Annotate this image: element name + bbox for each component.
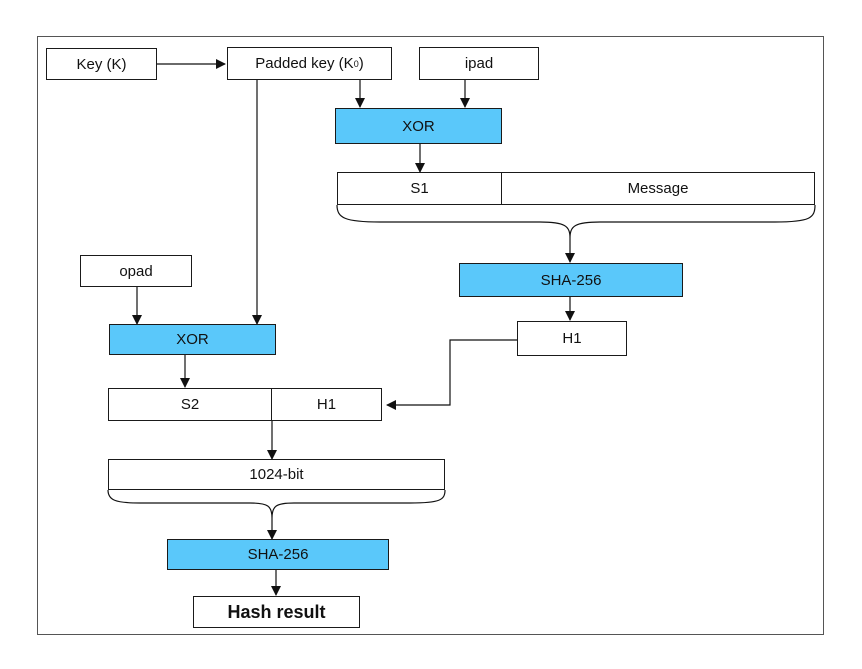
inner-xor-box: XOR [335, 108, 502, 144]
inner-xor-label: XOR [402, 117, 435, 135]
ipad-label: ipad [464, 55, 494, 72]
outer-sha-label: SHA-256 [247, 546, 309, 563]
inner-h1-box: H1 [517, 321, 627, 356]
hash-result-box: Hash result [193, 596, 360, 628]
diagram-frame [37, 36, 824, 635]
message-box: Message [501, 172, 815, 205]
block-1024-box: 1024-bit [108, 459, 445, 490]
key-box: Key (K) [46, 48, 157, 80]
inner-h1-label: H1 [562, 330, 582, 347]
s1-box: S1 [337, 172, 502, 205]
outer-h1-box: H1 [271, 388, 382, 421]
hash-result-label: Hash result [227, 601, 326, 622]
inner-sha-box: SHA-256 [459, 263, 683, 297]
opad-box: opad [80, 255, 192, 287]
outer-xor-box: XOR [109, 324, 276, 355]
inner-sha-label: SHA-256 [540, 271, 602, 289]
brace-1024-bit [107, 489, 446, 519]
s2-label: S2 [180, 396, 200, 413]
outer-sha-box: SHA-256 [167, 539, 389, 570]
outer-h1-label: H1 [316, 396, 337, 413]
padded-key-subscript: 0 [353, 58, 359, 69]
message-label: Message [627, 180, 689, 197]
padded-key-label: Padded key (K [255, 55, 354, 72]
ipad-box: ipad [419, 47, 539, 80]
opad-label: opad [119, 262, 153, 280]
padded-key-close: ) [358, 55, 364, 72]
outer-xor-label: XOR [176, 331, 209, 348]
s1-label: S1 [410, 180, 429, 197]
key-label: Key (K) [76, 55, 127, 73]
brace-s1-message [336, 204, 816, 239]
arrow-h1-to-outer-h1 [386, 339, 517, 410]
block-1024-label: 1024-bit [249, 466, 304, 483]
s2-box: S2 [108, 388, 272, 421]
